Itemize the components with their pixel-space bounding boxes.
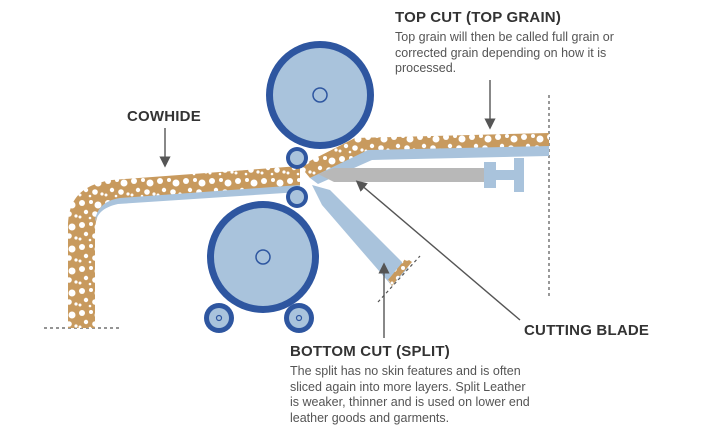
bottom-cut-title: BOTTOM CUT (SPLIT) bbox=[290, 343, 450, 360]
roller-bottom-large bbox=[207, 201, 319, 313]
roller-top-large bbox=[266, 41, 374, 149]
cowhide-title: COWHIDE bbox=[127, 108, 201, 125]
cutting-blade-shape bbox=[318, 158, 524, 192]
roller-small-bottom-right bbox=[284, 303, 314, 333]
bottom-cut-description: The split has no skin features and is of… bbox=[290, 364, 530, 425]
roller-small-top bbox=[286, 147, 308, 169]
split-band bbox=[312, 185, 408, 286]
cowhide-underlayer bbox=[95, 185, 300, 222]
arrow-cutting-blade bbox=[355, 180, 521, 321]
top-cut-title: TOP CUT (TOP GRAIN) bbox=[395, 9, 562, 26]
edge-line-bottom-cut bbox=[377, 255, 421, 303]
top-cut-description: Top grain will then be called full grain… bbox=[395, 30, 614, 75]
cutting-blade-title: CUTTING BLADE bbox=[524, 322, 650, 339]
cowhide-band bbox=[68, 166, 300, 328]
roller-small-bottom-left bbox=[204, 303, 234, 333]
top-grain-underlayer bbox=[310, 146, 549, 184]
top-grain-band bbox=[300, 133, 549, 178]
split-band-edge bbox=[388, 258, 412, 286]
roller-small-middle bbox=[286, 186, 308, 208]
